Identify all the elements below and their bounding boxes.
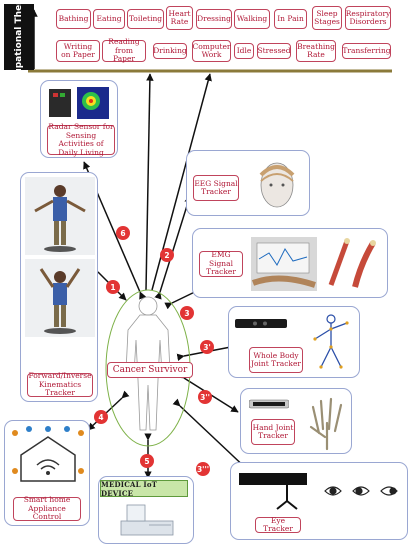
activity-drinking: Drinking [153, 43, 187, 59]
activity-heart-rate: Heart Rate [166, 6, 193, 30]
leap-motion-icon [249, 399, 289, 409]
badge-5: 5 [140, 454, 154, 468]
eye-tracker-module-card: Eye Tracker [230, 462, 408, 540]
kinematics-person-icon-bottom [25, 259, 95, 337]
radar-device-icon [49, 87, 109, 119]
emg-label: EMG Signal Tracker [199, 251, 243, 277]
arrow-to-activities-1 [145, 73, 154, 291]
smarthome-network-icon [12, 426, 84, 482]
badge-4: 4 [94, 410, 108, 424]
eye-tracker-device-icon [239, 473, 307, 510]
cancer-survivor-label: Cancer Survivor [107, 362, 193, 378]
emg-muscle-icon [328, 238, 376, 288]
body-tracker-label: Whole Body Joint Tracker [249, 347, 303, 373]
arrow-eye [172, 398, 251, 473]
eeg-head-icon [259, 162, 295, 208]
activity-in-pain: In Pain [274, 9, 307, 29]
hand-tracker-module-card: Hand Joint Tracker [240, 388, 352, 454]
medical-device-icon [120, 504, 174, 536]
activity-stressed: Stressed [257, 43, 291, 59]
badge-2: 2 [160, 248, 174, 262]
kinect-sensor-icon [235, 319, 287, 328]
iot-device-title: MEDICAL IoT DEVICE [100, 480, 188, 498]
kinematics-label: Forward/Inverse Kinematics Tracker [27, 371, 93, 398]
skeleton-icon [313, 314, 349, 369]
occupational-therapy-label: Occupational Therapy [4, 0, 34, 93]
occupational-therapy-text: Occupational Therapy [14, 0, 24, 93]
activity-sleep-stages: Sleep Stages [312, 6, 342, 30]
activity-eating: Eating [93, 9, 125, 29]
eeg-module-card: EEG Signal Tracker [186, 150, 310, 216]
eeg-label: EEG Signal Tracker [193, 175, 239, 201]
badge-6: 6 [116, 226, 130, 240]
activity-toileting: Toileting [127, 9, 164, 29]
activity-idle: Idle [234, 43, 254, 59]
activity-breathing-rate: Breathing Rate [296, 40, 336, 62]
smarthome-label: Smart home Appliance Control [13, 496, 81, 521]
activity-transferring: Transferring [342, 43, 391, 59]
activity-reading-from-paper: Reading from Paper [102, 38, 146, 63]
badge-3-prime: 3' [200, 340, 214, 354]
badge-3-double-prime: 3'' [198, 390, 212, 404]
hand-tracker-label: Hand Joint Tracker [251, 419, 295, 445]
activity-dressing: Dressing [196, 9, 232, 29]
radar-label: Radar Sensor for Sensing Activities of D… [47, 122, 115, 157]
activity-bathing: Bathing [56, 9, 91, 29]
activity-computer-work: Computer Work [192, 40, 231, 62]
activity-writing-on-paper: Writing on Paper [56, 40, 100, 62]
eye-tracker-label: Eye Tracker [255, 516, 301, 533]
smarthome-module-card: Smart home Appliance Control [4, 420, 90, 526]
body-tracker-module-card: Whole Body Joint Tracker [228, 306, 360, 378]
radar-module-card: Radar Sensor for Sensing Activities of D… [40, 80, 118, 158]
kinematics-person-icon-top [25, 177, 95, 255]
kinematics-module-card: Forward/Inverse Kinematics Tracker [20, 172, 98, 402]
badge-3: 3 [180, 306, 194, 320]
emg-device-icon [251, 237, 317, 291]
hand-skeleton-icon [309, 397, 343, 451]
badge-3-triple-prime: 3''' [196, 462, 210, 476]
activity-respiratory-disorders: Respiratory Disorders [345, 6, 391, 30]
badge-1: 1 [106, 280, 120, 294]
activity-walking: Walking [234, 9, 270, 29]
eye-icons [324, 486, 398, 496]
emg-module-card: EMG Signal Tracker [192, 228, 388, 298]
